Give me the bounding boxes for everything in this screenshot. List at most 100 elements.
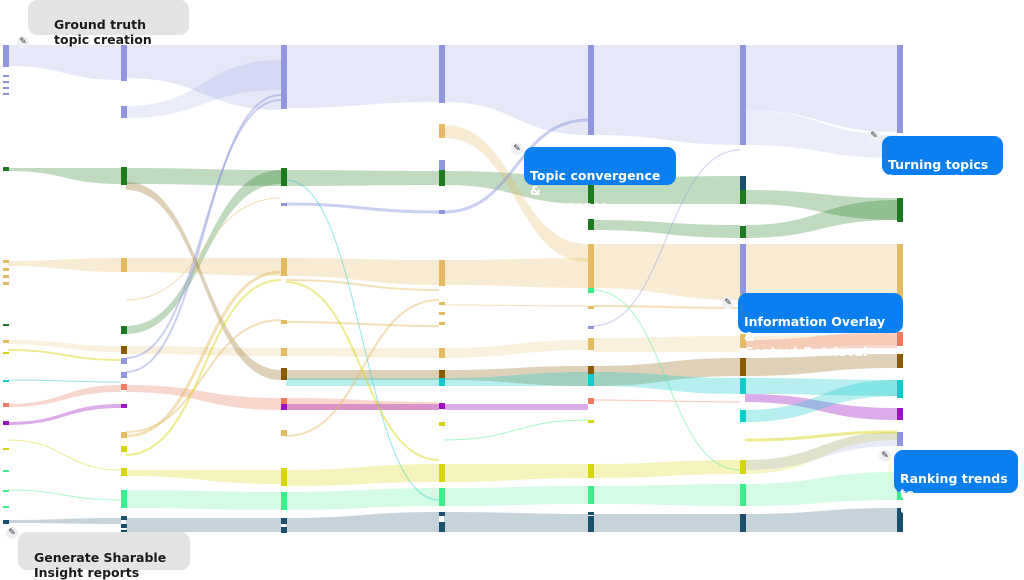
topic-node[interactable] xyxy=(3,324,9,326)
topic-node[interactable] xyxy=(281,258,287,276)
topic-node[interactable] xyxy=(439,160,445,170)
topic-node[interactable] xyxy=(3,87,9,89)
pin-icon[interactable]: ✎ xyxy=(6,527,18,539)
overlay-callout[interactable]: Information Overlay & Context Retrieval xyxy=(738,293,903,359)
topic-node[interactable] xyxy=(121,45,127,81)
topic-node[interactable] xyxy=(121,524,127,528)
topic-node[interactable] xyxy=(588,516,594,532)
topic-node[interactable] xyxy=(439,260,445,286)
topic-node[interactable] xyxy=(588,486,594,504)
topic-node[interactable] xyxy=(439,512,445,516)
topic-node[interactable] xyxy=(121,516,127,520)
topic-node[interactable] xyxy=(588,176,594,204)
topic-node[interactable] xyxy=(588,219,594,230)
topic-node[interactable] xyxy=(897,354,903,368)
topic-node[interactable] xyxy=(281,168,287,186)
topic-node[interactable] xyxy=(439,302,445,305)
topic-node[interactable] xyxy=(121,326,127,334)
topic-node[interactable] xyxy=(439,464,445,482)
topic-node[interactable] xyxy=(740,358,746,376)
convergence-callout[interactable]: Topic convergence & divergence xyxy=(524,147,676,213)
topic-node[interactable] xyxy=(897,432,903,446)
topic-node[interactable] xyxy=(740,45,746,145)
topic-node[interactable] xyxy=(588,398,594,404)
topic-node[interactable] xyxy=(588,512,594,515)
topic-node[interactable] xyxy=(281,320,287,324)
topic-node[interactable] xyxy=(740,460,746,474)
turning-trends-callout[interactable]: Turning topics into trends xyxy=(882,136,1003,187)
topic-node[interactable] xyxy=(121,106,127,118)
topic-node[interactable] xyxy=(897,332,903,346)
topic-node[interactable] xyxy=(740,176,746,190)
ranking-callout[interactable]: Ranking trends to user query xyxy=(894,450,1018,516)
topic-node[interactable] xyxy=(588,366,594,374)
topic-node[interactable] xyxy=(439,370,445,380)
topic-node[interactable] xyxy=(281,492,287,510)
topic-node[interactable] xyxy=(121,258,127,272)
topic-node[interactable] xyxy=(439,124,445,138)
pin-icon[interactable]: ✎ xyxy=(722,297,734,309)
topic-node[interactable] xyxy=(740,484,746,506)
topic-node[interactable] xyxy=(439,45,445,103)
topic-node[interactable] xyxy=(897,508,903,532)
topic-node[interactable] xyxy=(740,244,746,294)
topic-node[interactable] xyxy=(3,352,9,354)
topic-node[interactable] xyxy=(439,312,445,315)
topic-node[interactable] xyxy=(3,260,9,263)
topic-node[interactable] xyxy=(121,530,127,533)
topic-node[interactable] xyxy=(588,306,594,309)
topic-node[interactable] xyxy=(439,488,445,506)
topic-node[interactable] xyxy=(121,384,127,390)
topic-node[interactable] xyxy=(897,198,903,222)
topic-node[interactable] xyxy=(3,75,9,77)
topic-node[interactable] xyxy=(897,380,903,398)
topic-node[interactable] xyxy=(3,282,9,285)
topic-node[interactable] xyxy=(3,340,9,343)
topic-node[interactable] xyxy=(3,506,9,508)
topic-node[interactable] xyxy=(588,244,594,288)
topic-node[interactable] xyxy=(588,338,594,350)
topic-node[interactable] xyxy=(3,268,9,271)
topic-node[interactable] xyxy=(281,518,287,524)
topic-node[interactable] xyxy=(740,334,746,348)
topic-node[interactable] xyxy=(281,45,287,109)
topic-node[interactable] xyxy=(281,468,287,486)
topic-node[interactable] xyxy=(121,490,127,508)
topic-node[interactable] xyxy=(740,378,746,394)
topic-node[interactable] xyxy=(121,446,127,452)
topic-node[interactable] xyxy=(281,404,287,410)
topic-node[interactable] xyxy=(281,348,287,356)
topic-node[interactable] xyxy=(588,45,594,135)
topic-node[interactable] xyxy=(740,190,746,204)
topic-node[interactable] xyxy=(121,432,127,438)
topic-node[interactable] xyxy=(588,464,594,478)
topic-node[interactable] xyxy=(3,470,9,472)
topic-node[interactable] xyxy=(3,448,9,450)
topic-node[interactable] xyxy=(3,403,9,407)
topic-node[interactable] xyxy=(439,403,445,409)
topic-node[interactable] xyxy=(3,45,9,67)
topic-node[interactable] xyxy=(281,203,287,206)
topic-node[interactable] xyxy=(3,93,9,95)
topic-node[interactable] xyxy=(439,322,445,325)
topic-node[interactable] xyxy=(588,326,594,329)
topic-node[interactable] xyxy=(121,346,127,354)
topic-node[interactable] xyxy=(121,404,127,408)
topic-node[interactable] xyxy=(897,244,903,300)
topic-node[interactable] xyxy=(588,420,594,423)
topic-node[interactable] xyxy=(439,210,445,214)
topic-node[interactable] xyxy=(439,522,445,532)
topic-node[interactable] xyxy=(121,167,127,185)
topic-node[interactable] xyxy=(439,170,445,186)
topic-node[interactable] xyxy=(897,45,903,133)
pin-icon[interactable]: ✎ xyxy=(17,36,29,48)
topic-node[interactable] xyxy=(3,275,9,278)
topic-node[interactable] xyxy=(281,368,287,380)
topic-node[interactable] xyxy=(281,430,287,436)
topic-node[interactable] xyxy=(121,372,127,378)
topic-node[interactable] xyxy=(740,514,746,532)
topic-node[interactable] xyxy=(3,421,9,425)
topic-node[interactable] xyxy=(740,410,746,422)
topic-node[interactable] xyxy=(121,358,127,364)
topic-node[interactable] xyxy=(897,408,903,420)
